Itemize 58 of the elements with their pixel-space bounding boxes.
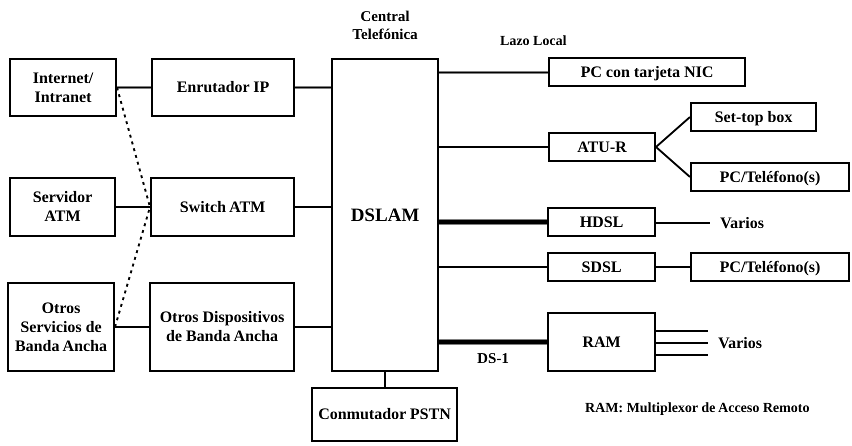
device-box xyxy=(547,252,656,282)
edge-label: DS-1 xyxy=(477,352,509,367)
block-heading: Central Telefónica xyxy=(351,8,419,44)
connector-line xyxy=(439,220,547,224)
node-text: Otros Servicios de Banda Ancha xyxy=(14,298,108,356)
node-text: Enrutador IP xyxy=(176,78,270,97)
node-text: Otros Dispositivos de Banda Ancha xyxy=(158,308,286,346)
node-text: DSLAM xyxy=(350,206,420,224)
connector-line xyxy=(655,116,691,148)
connector-line xyxy=(655,146,691,178)
connector-line xyxy=(439,72,548,74)
device-box xyxy=(548,132,656,162)
connector-line xyxy=(656,266,690,268)
dashed-connector xyxy=(114,206,151,328)
footnote: RAM: Multiplexor de Acceso Remoto xyxy=(585,400,810,417)
device-box xyxy=(149,282,295,372)
device-box xyxy=(151,58,295,117)
device-box xyxy=(690,252,850,282)
device-box xyxy=(690,102,817,132)
node-text: Servidor ATM xyxy=(32,188,94,226)
connector-line xyxy=(295,206,331,208)
connector-line xyxy=(439,266,547,268)
node-text: PC/Teléfono(s) xyxy=(718,258,822,276)
connector-line xyxy=(116,206,150,208)
device-box xyxy=(311,387,458,442)
connector-line xyxy=(656,342,708,344)
connector-line xyxy=(115,326,149,328)
node-text: PC/Teléfono(s) xyxy=(718,168,822,186)
connector-line xyxy=(295,86,331,88)
node-text: Set-top box xyxy=(714,108,794,126)
connector-line xyxy=(117,86,151,88)
node-text: Switch ATM xyxy=(178,198,266,216)
section-label: Lazo Local xyxy=(500,33,568,50)
node-text: Varios xyxy=(717,334,763,352)
node-text: Internet/ Intranet xyxy=(32,68,94,106)
node-text: ATU-R xyxy=(576,138,628,156)
device-box xyxy=(690,162,850,192)
connector-line xyxy=(439,146,548,148)
connector-line xyxy=(656,354,708,356)
device-box xyxy=(7,282,115,372)
dashed-connector xyxy=(116,87,151,208)
connector-line xyxy=(439,340,547,344)
device-box xyxy=(150,177,295,237)
device-box xyxy=(548,57,746,87)
node-text: Conmutador PSTN xyxy=(317,405,452,424)
node-text: PC con tarjeta NIC xyxy=(580,62,714,82)
node-text: RAM xyxy=(581,332,622,352)
node-text: SDSL xyxy=(580,258,623,276)
connector-line xyxy=(384,372,386,387)
connector-line xyxy=(656,222,710,224)
connector-line xyxy=(295,326,331,328)
connector-line xyxy=(656,330,708,332)
device-box xyxy=(547,207,656,237)
node-text: Varios xyxy=(719,214,765,232)
device-box xyxy=(9,177,116,237)
device-box xyxy=(9,58,117,117)
node-text: HDSL xyxy=(578,212,624,232)
device-box xyxy=(547,312,656,372)
